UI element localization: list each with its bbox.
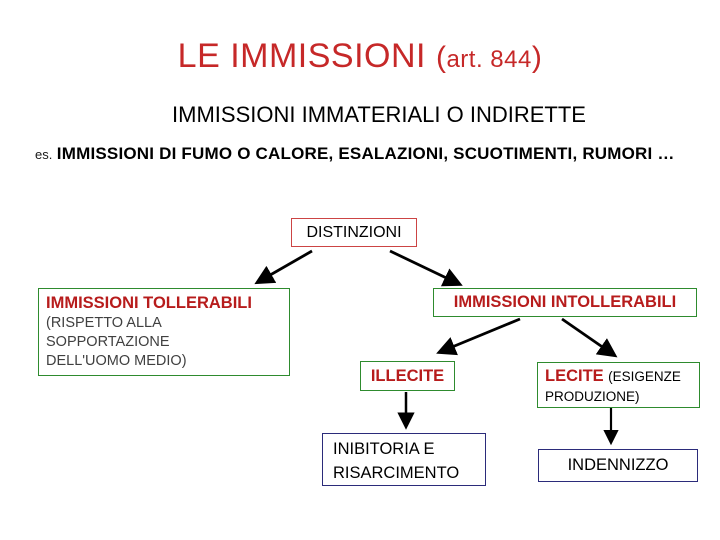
example-text: IMMISSIONI DI FUMO O CALORE, ESALAZIONI,… [56, 144, 675, 163]
node-distinzioni: DISTINZIONI [291, 218, 417, 247]
example-prefix: es. [35, 147, 53, 162]
node-lecite-subtitle: (ESIGENZE PRODUZIONE) [545, 369, 681, 404]
node-indennizzo-label: INDENNIZZO [567, 456, 669, 474]
node-immissioni-intollerabili: IMMISSIONI INTOLLERABILI [433, 288, 697, 317]
node-lecite-title: LECITE [545, 367, 604, 385]
node-inibitoria-risarcimento: INIBITORIA E RISARCIMENTO [322, 433, 486, 486]
arrow-intollerabili-to-lecite [561, 317, 618, 358]
node-tollerabili-subtitle: (RISPETTO ALLA SOPPORTAZIONE DELL'UOMO M… [46, 315, 187, 369]
arrow-distinzioni-to-tollerabili [254, 249, 313, 285]
node-inibitoria-line1: INIBITORIA E [333, 440, 435, 458]
subtitle: IMMISSIONI IMMATERIALI O INDIRETTE [172, 102, 586, 127]
arrow-intollerabili-to-illecite [436, 317, 521, 356]
arrow-distinzioni-to-intollerabili [389, 249, 463, 287]
example-line: es. IMMISSIONI DI FUMO O CALORE, ESALAZI… [35, 144, 675, 164]
node-indennizzo: INDENNIZZO [538, 449, 698, 482]
title-paren-open: ( [435, 41, 447, 74]
node-intollerabili-title: IMMISSIONI INTOLLERABILI [453, 293, 677, 311]
node-tollerabili-title: IMMISSIONI TOLLERABILI [46, 294, 252, 312]
node-illecite-title: ILLECITE [370, 366, 445, 385]
title-article-ref: art. 844 [446, 46, 532, 73]
node-lecite: LECITE (ESIGENZE PRODUZIONE) [537, 362, 700, 408]
node-inibitoria-line2: RISARCIMENTO [333, 464, 460, 482]
title-main: LE IMMISSIONI [177, 37, 426, 75]
title-paren-close: ) [531, 41, 543, 74]
page-title: LE IMMISSIONI (art. 844) [0, 34, 720, 82]
node-illecite: ILLECITE [360, 361, 455, 391]
node-immissioni-tollerabili: IMMISSIONI TOLLERABILI (RISPETTO ALLA SO… [38, 288, 290, 376]
node-distinzioni-label: DISTINZIONI [306, 223, 402, 241]
